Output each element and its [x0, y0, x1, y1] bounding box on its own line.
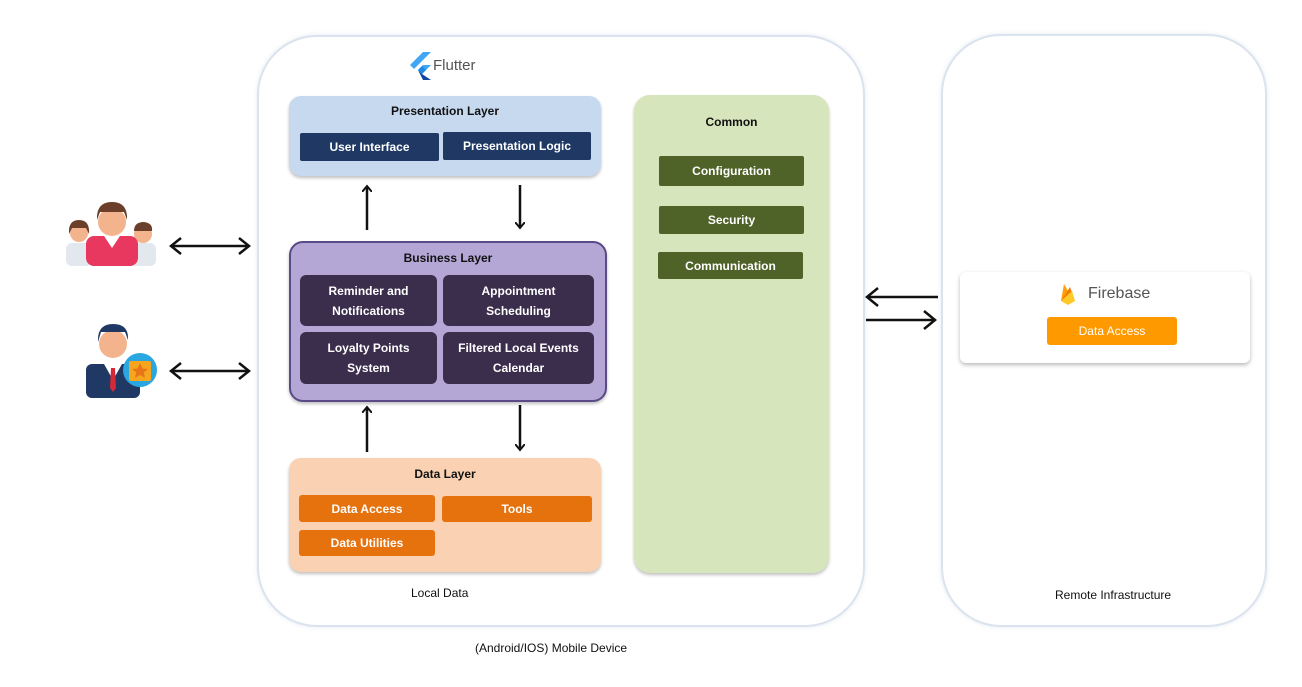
firebase-card: Firebase Data Access: [960, 272, 1250, 363]
filtered-events-box: Filtered Local Events Calendar: [443, 332, 594, 384]
local-data-label: Local Data: [411, 586, 469, 600]
remote-infrastructure-label: Remote Infrastructure: [1055, 588, 1172, 602]
business-layer: Business Layer Reminder and Notification…: [289, 241, 607, 402]
layer-arrows: [340, 175, 540, 452]
presentation-layer: Presentation Layer User Interface Presen…: [289, 96, 601, 176]
user-group-arrow: [168, 237, 252, 255]
device-label: (Android/IOS) Mobile Device: [475, 641, 628, 655]
reminder-notifications-box: Reminder and Notifications: [300, 275, 437, 326]
user-group-icon: [64, 198, 160, 268]
firebase-logo-text: Firebase: [1088, 285, 1151, 302]
configuration-box: Configuration: [659, 156, 804, 186]
data-access-box: Data Access: [299, 495, 435, 522]
communication-box: Communication: [658, 252, 803, 279]
user-interface-box: User Interface: [300, 133, 439, 161]
flutter-logo-icon: [409, 52, 435, 80]
tools-box: Tools: [442, 496, 592, 522]
business-layer-title: Business Layer: [403, 251, 493, 265]
data-layer: Data Layer Data Access Tools Data Utilit…: [289, 458, 601, 572]
common-title: Common: [705, 115, 758, 129]
security-box: Security: [659, 206, 804, 234]
firebase-data-access-box: Data Access: [1047, 317, 1177, 345]
presentation-logic-box: Presentation Logic: [443, 132, 591, 160]
data-layer-title: Data Layer: [414, 467, 476, 481]
loyalty-points-box: Loyalty Points System: [300, 332, 437, 384]
flutter-logo-text: Flutter: [433, 57, 476, 74]
business-user-arrow: [168, 362, 252, 380]
device-remote-arrows: [865, 287, 938, 330]
presentation-layer-title: Presentation Layer: [390, 104, 500, 118]
appointment-scheduling-box: Appointment Scheduling: [443, 275, 594, 326]
common-panel: Common Configuration Security Communicat…: [634, 95, 829, 573]
data-utilities-box: Data Utilities: [299, 530, 435, 556]
firebase-flame-icon: [1060, 283, 1076, 305]
business-user-icon: [84, 320, 160, 400]
